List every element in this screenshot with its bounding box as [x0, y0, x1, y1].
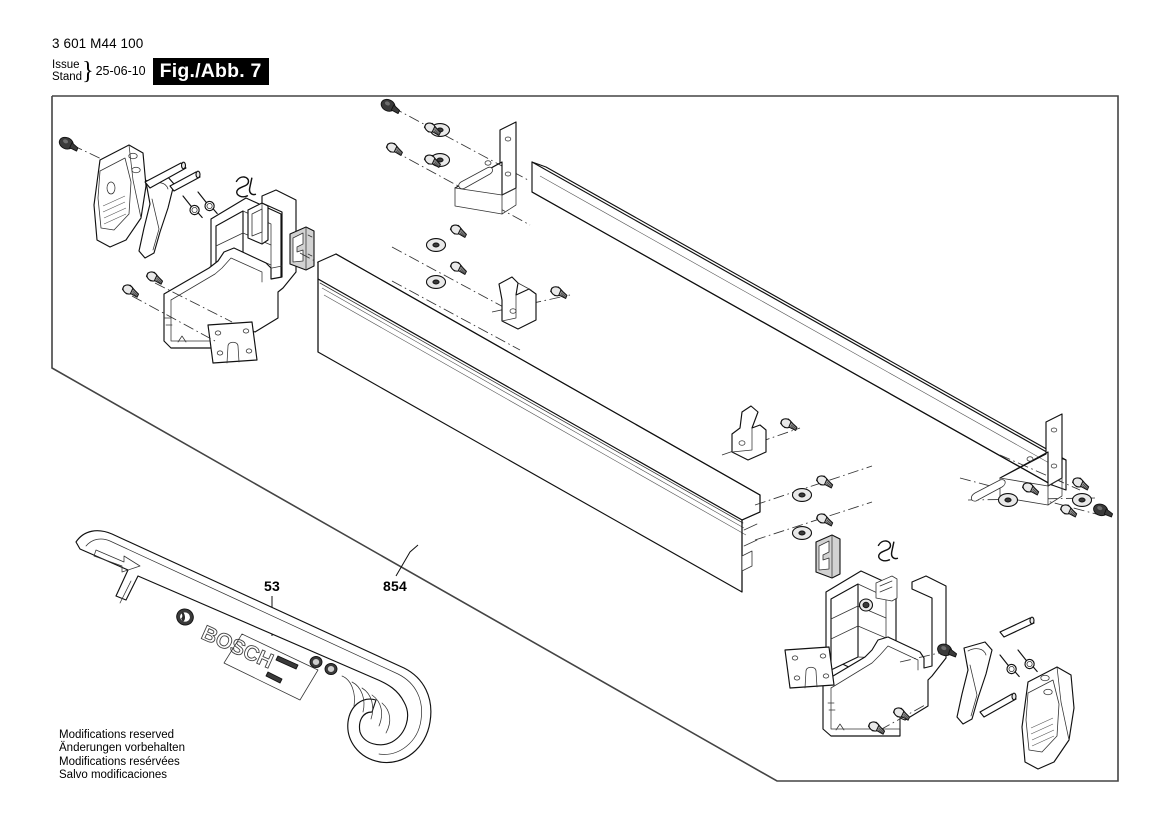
mount-plate-left [207, 321, 258, 364]
footer-notes: Modifications reserved Änderungen vorbeh… [59, 729, 185, 783]
brace-glyph: } [82, 57, 94, 85]
callout-label-854: 854 [383, 578, 407, 594]
issue-stand-labels: Issue Stand [52, 59, 82, 84]
issue-label: Issue [52, 58, 80, 71]
side-clip-left [289, 226, 315, 271]
bosch-logo-mark [176, 608, 194, 626]
pin-lower [169, 170, 201, 192]
issue-stand-group: Issue Stand } 25-06-10 Fig./Abb. 7 [52, 56, 269, 86]
hook-bracket-lower [721, 405, 801, 461]
mount-plate-right [784, 646, 835, 689]
top-left-assembly [56, 134, 421, 364]
callout-label-53: 53 [264, 578, 280, 594]
callout-lead-854 [395, 544, 419, 577]
pin-upper [144, 161, 187, 189]
issue-date-text: 25-06-10 [95, 64, 146, 78]
housing-frame-right [822, 575, 947, 737]
top-middle-fasteners [378, 96, 531, 351]
side-clip-right [815, 534, 841, 579]
footer-note-de: Änderungen vorbehalten [59, 742, 185, 755]
footer-note-es: Salvo modificaciones [59, 769, 168, 782]
handle-part: BOSCH [75, 530, 432, 764]
end-bracket-top [454, 121, 517, 215]
part-number-text: 3 601 M44 100 [52, 36, 144, 51]
diagram-frame [51, 95, 1119, 782]
bottom-right-assembly [784, 570, 1075, 770]
lower-middle-fasteners [754, 465, 902, 579]
end-bracket-right [959, 413, 1115, 520]
sheet-header: 3 601 M44 100 Issue Stand } 25-06-10 Fig… [52, 36, 572, 92]
footer-note-fr: Modifications resérvées [59, 755, 180, 768]
stand-label: Stand [52, 71, 83, 83]
footer-note-en: Modifications reserved [59, 729, 175, 741]
hook-bracket-upper [491, 276, 571, 330]
main-rail [317, 253, 761, 593]
figure-badge: Fig./Abb. 7 [152, 57, 269, 85]
